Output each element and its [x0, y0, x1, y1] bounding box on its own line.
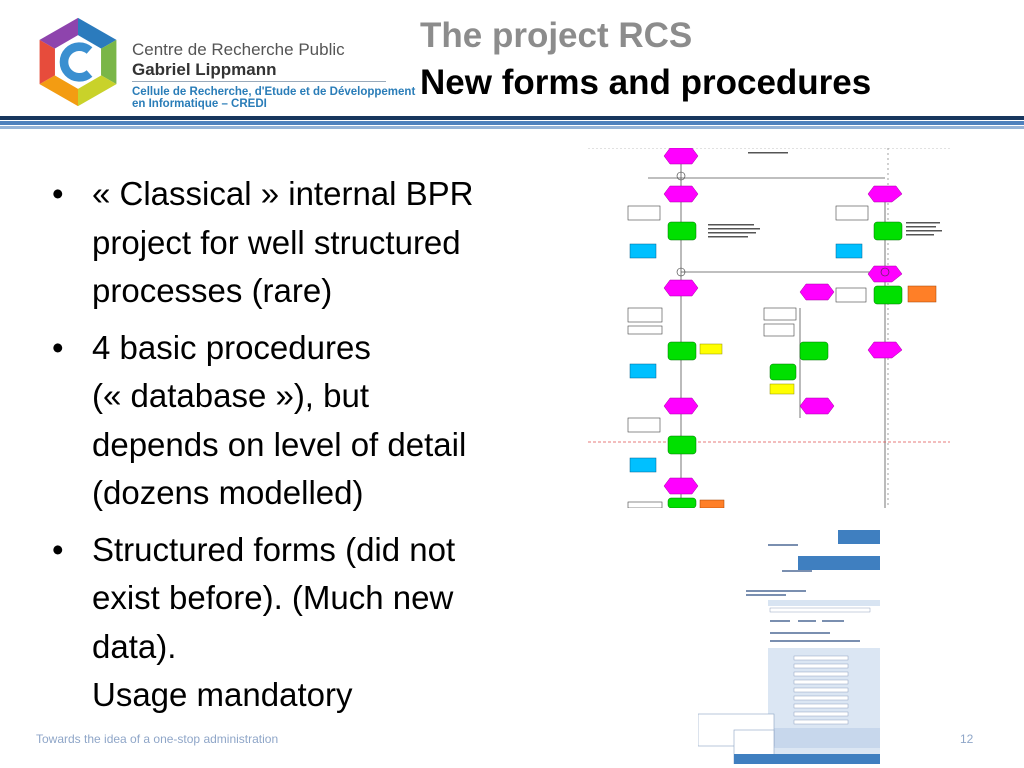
bullet-item: • Structured forms (did not exist before… — [50, 526, 570, 720]
crp-logo-icon — [39, 17, 117, 107]
page-number: 12 — [960, 732, 974, 746]
bullet-line: data). — [92, 627, 177, 665]
org-name-line2: Gabriel Lippmann — [132, 60, 277, 79]
bullet-list: • « Classical » internal BPR project for… — [50, 170, 570, 728]
footer-text: Towards the idea of a one-stop administr… — [36, 732, 279, 746]
bullet-line: exist before). (Much new — [92, 579, 454, 616]
bullet-line: (« database »), but — [92, 377, 370, 414]
bullet-item: • 4 basic procedures (« database »), but… — [50, 324, 570, 518]
bullet-line: 4 basic procedures — [92, 328, 371, 366]
bullet-line: (dozens modelled) — [92, 474, 364, 511]
bullet-line: project for well structured — [92, 223, 461, 261]
org-department-line2: en Informatique – CREDI — [132, 98, 267, 110]
org-department-line1: Cellule de Recherche, d'Etude et de Déve… — [132, 86, 416, 98]
bullet-line: depends on level of detail — [92, 425, 467, 463]
structured-form-image — [698, 528, 880, 764]
bullet-line: Usage mandatory — [92, 676, 353, 713]
bullet-line: « Classical » internal BPR — [92, 175, 474, 212]
bullet-dot-icon: • — [52, 175, 64, 212]
org-name-line1: Centre de Recherche Public — [132, 40, 345, 59]
bullet-dot-icon: • — [52, 328, 64, 366]
header-band-mid — [0, 121, 1024, 125]
bullet-item: • « Classical » internal BPR project for… — [50, 170, 570, 316]
slide-title: The project RCS — [420, 16, 693, 55]
bullet-line: processes (rare) — [92, 272, 333, 309]
bullet-line: Structured forms (did not — [92, 530, 456, 568]
process-diagram-image — [588, 148, 950, 508]
header-band-light — [0, 126, 1024, 129]
header-band-dark — [0, 116, 1024, 120]
bullet-dot-icon: • — [52, 530, 64, 568]
org-department: Cellule de Recherche, d'Etude et de Déve… — [132, 86, 422, 110]
org-divider — [132, 81, 386, 82]
slide-subtitle: New forms and procedures — [420, 63, 872, 102]
